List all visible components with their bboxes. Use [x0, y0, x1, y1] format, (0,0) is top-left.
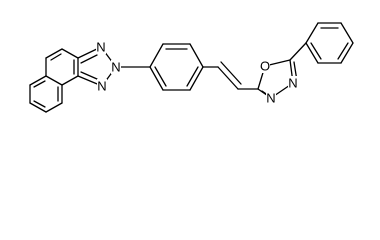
bond — [61, 48, 79, 59]
triazole-n-lower-atom: N — [97, 79, 107, 94]
bond — [29, 102, 47, 113]
bond — [305, 42, 319, 64]
double-bond-inner — [50, 53, 62, 61]
double-bond-inner — [33, 80, 46, 88]
bond — [217, 66, 239, 90]
phenyl-ring — [305, 22, 354, 64]
double-bond-inner — [310, 42, 322, 60]
atom-label-n: N — [97, 79, 106, 94]
triazole-n-upper-atom: N — [96, 40, 106, 55]
double-bond-inner — [33, 100, 46, 108]
double-bond-inner — [220, 61, 242, 85]
bond — [61, 75, 79, 86]
oxadiazole-n-left-atom: N — [266, 91, 276, 106]
chemical-structure-diagram: N N N O N N — [29, 22, 354, 113]
bond — [149, 66, 164, 91]
atom-label-n: N — [288, 76, 297, 91]
bond-oxadiazole-to-phenyl — [289, 42, 307, 61]
vinylene-linker — [202, 61, 259, 90]
phenylene-ring — [149, 43, 204, 91]
naphthalene-ring-a — [29, 75, 63, 113]
bond — [340, 42, 354, 64]
double-bond-inner — [186, 66, 199, 87]
atom-label-o: O — [260, 59, 270, 74]
triazole-n-center-atom: N — [111, 60, 121, 75]
atom-label-n: N — [266, 91, 275, 106]
bond — [29, 75, 47, 86]
oxadiazole-o-atom: O — [260, 59, 270, 74]
bond — [45, 102, 63, 113]
double-bond-inner — [80, 71, 98, 80]
oxadiazole-n-right-atom: N — [288, 76, 298, 91]
atom-label-n: N — [111, 60, 120, 75]
bond — [149, 43, 164, 68]
bond — [189, 43, 204, 68]
bond — [45, 48, 63, 59]
atom-label-n: N — [96, 40, 105, 55]
bond — [340, 22, 354, 44]
naphthalene-ring-b — [45, 48, 79, 86]
bond — [305, 22, 319, 44]
double-bond-inner — [80, 54, 98, 64]
bond — [45, 75, 63, 86]
double-bond-inner — [154, 66, 167, 87]
bond — [189, 66, 204, 91]
double-bond-inner — [337, 42, 349, 60]
